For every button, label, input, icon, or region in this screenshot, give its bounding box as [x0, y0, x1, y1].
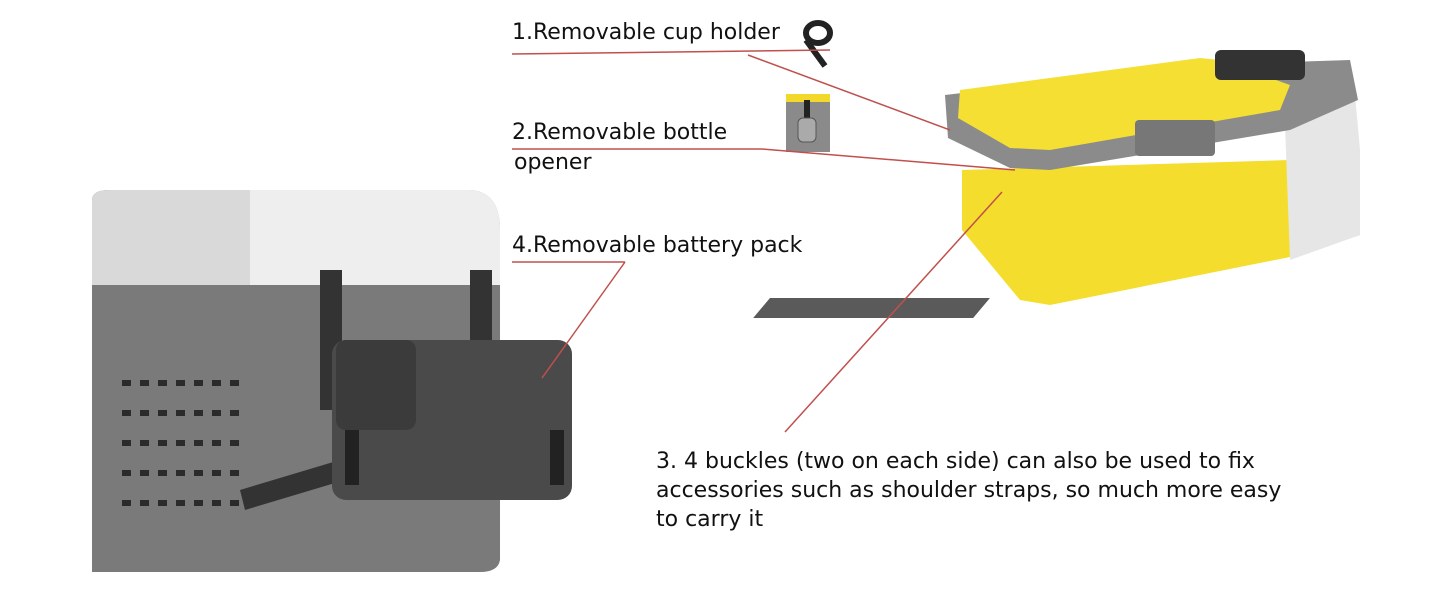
callout-buckles-line3: to carry it — [656, 507, 764, 532]
callout-battery-pack: 4.Removable battery pack — [512, 233, 803, 258]
callout-cup-holder: 1.Removable cup holder — [512, 20, 780, 45]
bottle-opener-icon — [786, 94, 830, 152]
callout-buckles-line1: 3. 4 buckles (two on each side) can also… — [656, 449, 1255, 474]
cup-holder-icon — [803, 20, 833, 68]
gray-cooler-with-battery-pack — [92, 190, 572, 572]
leader-lines — [511, 49, 1016, 433]
callout-buckles-line2: accessories such as shoulder straps, so … — [656, 478, 1282, 503]
callout-bottle-opener-line1: 2.Removable bottle — [512, 120, 728, 145]
callout-bottle-opener-line2: opener — [514, 150, 592, 175]
yellow-cooler — [753, 50, 1360, 318]
